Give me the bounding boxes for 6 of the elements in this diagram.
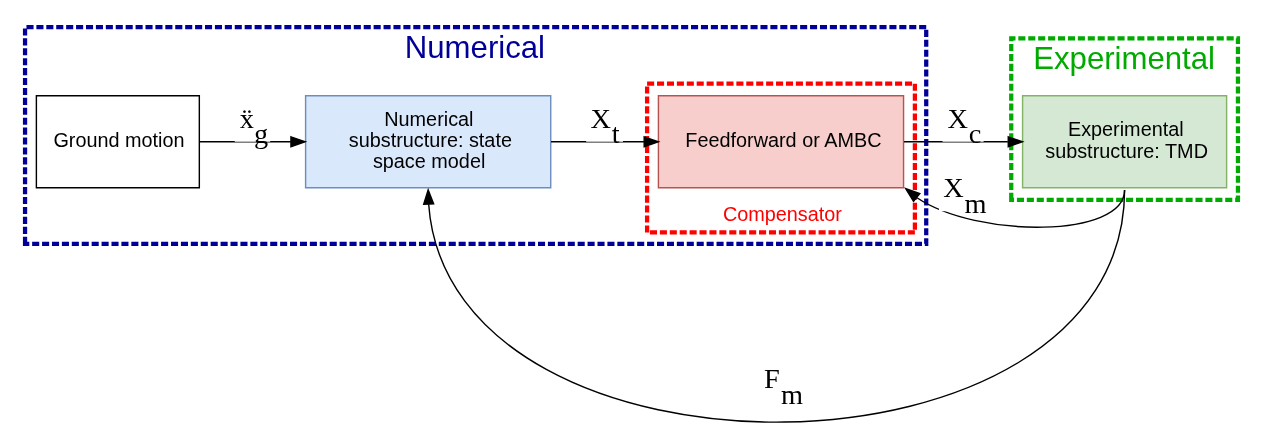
node-box: Experimental substructure: TMD [1021, 95, 1228, 189]
arrow [422, 187, 1126, 423]
node-box: Feedforward or AMBC [657, 95, 905, 189]
node-box: Ground motion [35, 95, 201, 189]
arrow [904, 187, 1126, 228]
node-box: Numerical substructure: state space model [304, 95, 552, 189]
